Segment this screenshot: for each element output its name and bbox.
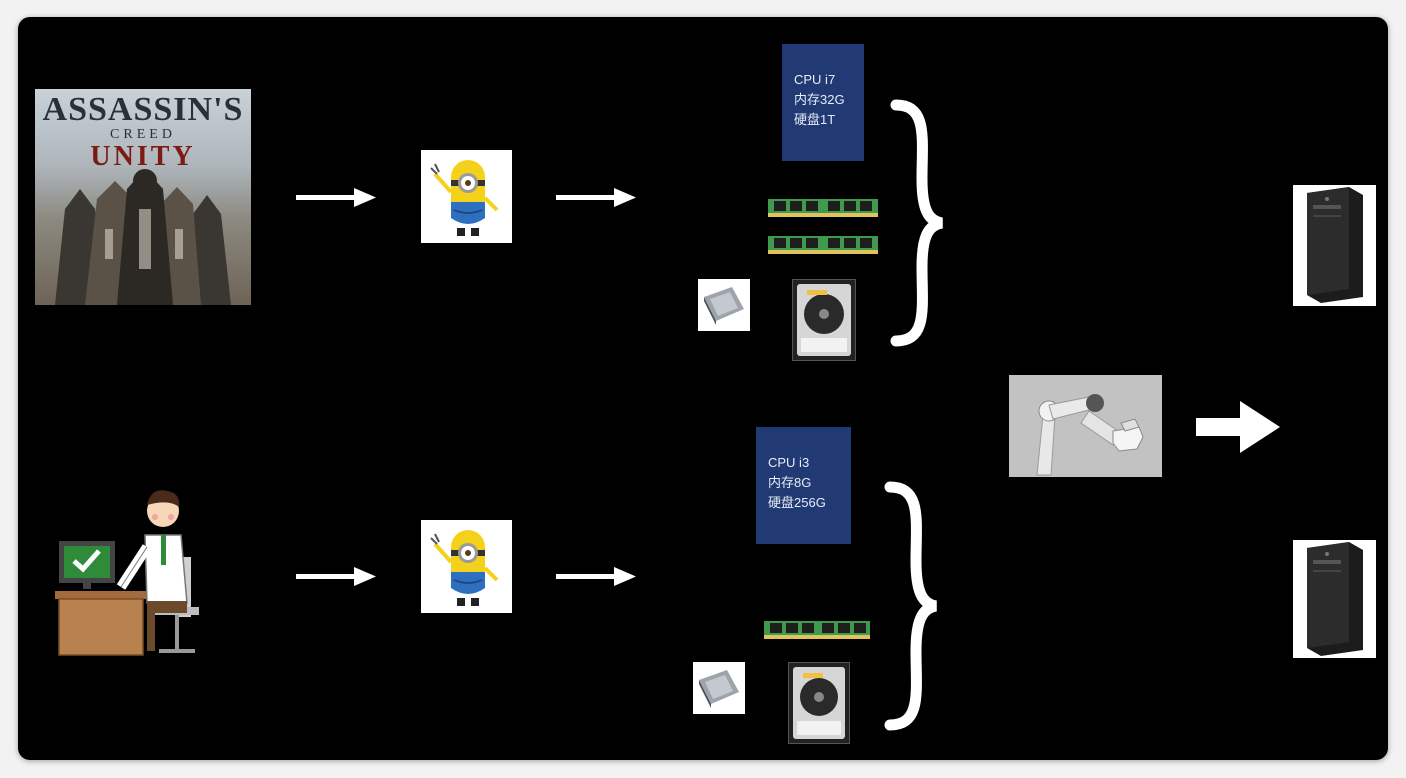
spec-memory: 内存32G — [794, 92, 845, 107]
cpu-chip-image — [693, 662, 745, 714]
minion-image — [421, 520, 512, 613]
cover-title-line1: ASSASSIN'S — [42, 91, 244, 128]
minion-icon — [430, 530, 499, 606]
desktop-tower-image — [1293, 540, 1376, 658]
cover-characters-art — [55, 169, 231, 305]
arrow-icon — [556, 567, 636, 586]
hard-drive-image — [792, 279, 856, 361]
ram-stick-icon — [764, 621, 870, 639]
cpu-chip-icon — [699, 670, 739, 708]
arrow-icon — [296, 188, 376, 207]
arrow-icon — [296, 567, 376, 586]
ram-stick-icon — [768, 199, 878, 217]
cover-title-line2: CREED — [110, 127, 176, 142]
hard-drive-image — [788, 662, 850, 744]
spec-disk: 硬盘1T — [794, 112, 836, 127]
diagram-slide: ASSASSIN'S CREED UNITY — [18, 17, 1388, 760]
cover-title-line3: UNITY — [90, 141, 196, 172]
spec-memory: 内存8G — [768, 475, 812, 490]
minion-image — [421, 150, 512, 243]
office-worker-image — [55, 490, 199, 656]
spec-disk: 硬盘256G — [768, 495, 826, 510]
hard-drive-icon — [793, 667, 845, 739]
hard-drive-icon — [797, 284, 851, 356]
game-cover-image: ASSASSIN'S CREED UNITY — [35, 89, 251, 305]
cpu-chip-image — [698, 279, 750, 331]
brace-icon — [890, 99, 944, 347]
robot-arm-image — [1009, 375, 1162, 477]
big-arrow-icon — [1196, 401, 1280, 453]
spec-box-low: CPU i3 内存8G 硬盘256G — [756, 427, 851, 544]
desktop-tower-image — [1293, 185, 1376, 306]
arrow-icon — [556, 188, 636, 207]
ram-stick-icon — [768, 236, 878, 254]
desktop-tower-icon — [1307, 542, 1363, 656]
minion-icon — [430, 160, 499, 236]
robot-arm-icon — [1009, 375, 1162, 477]
spec-cpu: CPU i7 — [794, 72, 836, 87]
spec-box-high: CPU i7 内存32G 硬盘1T — [782, 44, 864, 161]
brace-icon — [884, 481, 938, 731]
cpu-chip-icon — [704, 287, 744, 325]
spec-cpu: CPU i3 — [768, 455, 810, 470]
desktop-tower-icon — [1307, 187, 1363, 303]
